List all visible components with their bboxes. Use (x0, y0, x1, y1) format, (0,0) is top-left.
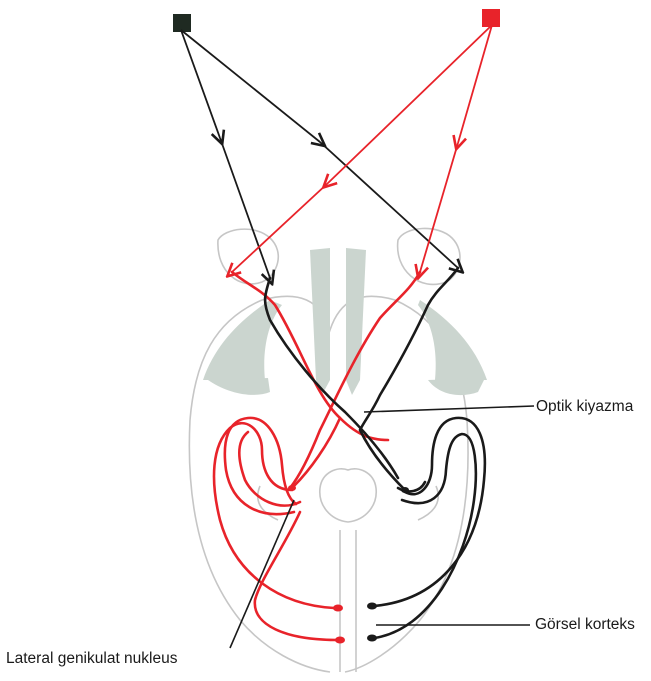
lgn-leader (230, 500, 294, 648)
red-cortex-terminal-upper (333, 605, 343, 612)
black-object-square (173, 14, 191, 32)
pathway-end-markers (288, 485, 409, 644)
black-lgn-terminal (401, 487, 409, 493)
label-leader-lines (230, 406, 534, 648)
optic-chiasm-leader (364, 406, 534, 412)
visual-cortex-label: Görsel korteks (535, 616, 635, 634)
red-cortex-terminal-lower (335, 637, 345, 644)
optic-chiasm-label: Optik kiyazma (536, 398, 633, 416)
black-cortex-terminal-lower (367, 635, 377, 642)
lgn-label: Lateral genikulat nukleus (6, 650, 177, 668)
red-lgn-terminal (288, 485, 296, 491)
black-light-rays (181, 30, 458, 278)
red-object-square (482, 9, 500, 27)
black-cortex-terminal-upper (367, 603, 377, 610)
red-light-rays (232, 25, 492, 272)
brain-shading (203, 248, 487, 395)
